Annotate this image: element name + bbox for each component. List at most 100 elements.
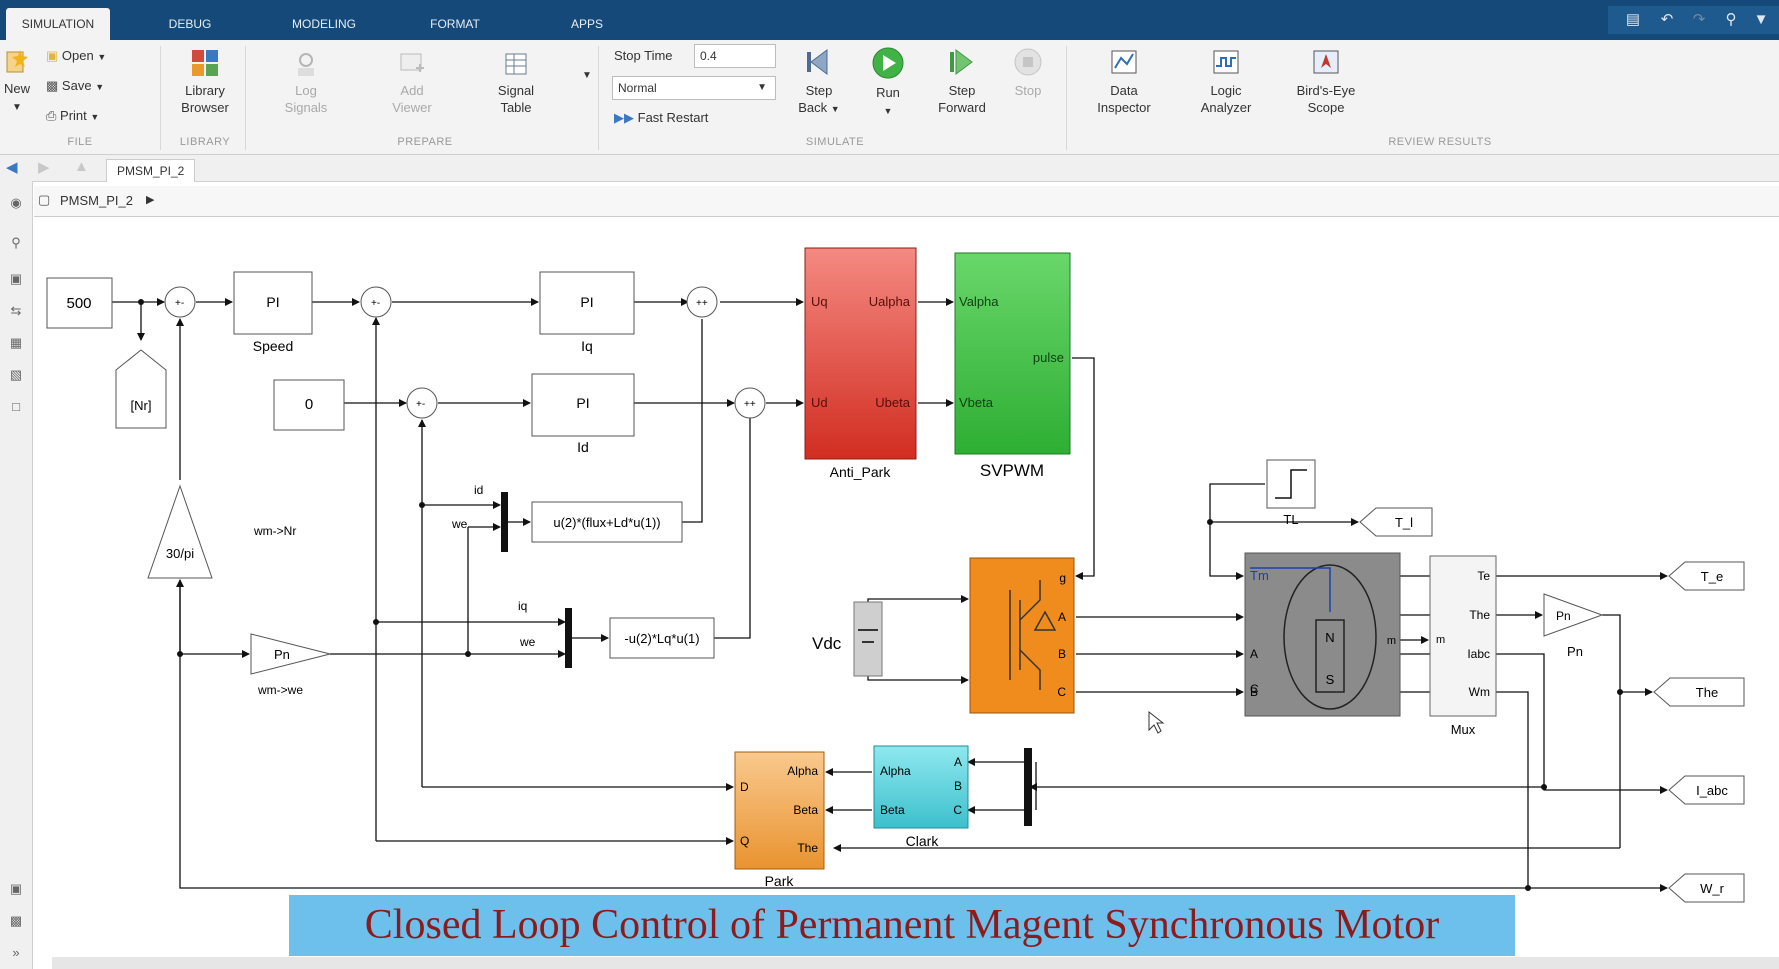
property-inspector-icon[interactable]: ▩: [9, 913, 23, 928]
hide-browser-icon[interactable]: ◉: [10, 195, 22, 210]
goto-block-tl[interactable]: [1359, 507, 1433, 537]
quick-access-toolbar: [1608, 6, 1779, 34]
horizontal-scrollbar[interactable]: [52, 957, 1779, 969]
print-button[interactable]: ⎙ Print ▼: [46, 108, 100, 123]
mux-block[interactable]: [501, 492, 508, 552]
svg-text:Alpha: Alpha: [787, 764, 818, 778]
back-arrow-icon[interactable]: ◀: [6, 159, 18, 176]
constant-block-speed[interactable]: [46, 277, 113, 329]
redo-icon[interactable]: ↷: [1692, 11, 1706, 28]
add-viewer-icon: [400, 53, 424, 72]
breadcrumb: ▢ PMSM_PI_2 ▶: [34, 186, 1779, 217]
mux-block[interactable]: [565, 608, 572, 668]
area-icon[interactable]: □: [12, 399, 20, 414]
pi-block-speed[interactable]: [233, 271, 313, 335]
undo-icon[interactable]: ↶: [1660, 11, 1674, 28]
fcn-block-decouple-q[interactable]: [609, 617, 715, 659]
svg-text:iq: iq: [518, 599, 527, 613]
goto-block-te[interactable]: [1668, 561, 1745, 591]
sum-block-id[interactable]: [406, 387, 438, 419]
svg-text:Q: Q: [740, 834, 749, 848]
pi-block-iq[interactable]: [539, 271, 635, 335]
svg-text:Ubeta: Ubeta: [875, 395, 910, 410]
breadcrumb-item[interactable]: PMSM_PI_2: [60, 193, 133, 208]
bus-selector-block[interactable]: [1429, 555, 1497, 717]
forward-arrow-icon[interactable]: ▶: [38, 159, 50, 176]
data-inspector-icon: [1111, 50, 1137, 74]
park-block[interactable]: [734, 751, 825, 870]
anti-park-block[interactable]: [804, 247, 917, 460]
simulation-mode-select[interactable]: Normal▼: [612, 76, 776, 100]
constant-block-zero[interactable]: [273, 379, 345, 431]
divider: [245, 46, 246, 150]
prepare-dropdown-icon[interactable]: ▼: [582, 70, 592, 81]
tab-apps[interactable]: APPS: [570, 17, 603, 31]
left-toolbar: ◉ ⚲ ▣ ⇆ ▦ ▧ □ ▣ ▩ »: [0, 181, 33, 969]
model-canvas[interactable]: 500 [Nr] +- +- +- ++ ++ PI Speed PI Iq P…: [33, 217, 1779, 957]
svg-text:+-: +-: [175, 298, 184, 309]
chevron-right-icon[interactable]: ▶: [146, 194, 155, 206]
arrow-icon[interactable]: ⇆: [10, 303, 22, 318]
tab-format[interactable]: FORMAT: [430, 17, 480, 31]
search-icon[interactable]: ⚲: [1725, 11, 1737, 28]
fit-view-icon[interactable]: ▣: [9, 271, 23, 286]
constant-value: 500: [66, 295, 91, 312]
annotation-icon[interactable]: ▧: [9, 367, 23, 382]
fcn-block-decouple-d[interactable]: [531, 501, 683, 543]
svg-text:Tm: Tm: [1250, 568, 1269, 583]
save-button[interactable]: ▩ Save ▼: [46, 78, 105, 93]
help-icon[interactable]: ▼: [1753, 11, 1769, 28]
run-button[interactable]: Run▼: [866, 46, 910, 120]
pmsm-motor-block[interactable]: [1244, 552, 1401, 717]
block-label: TL: [1283, 512, 1298, 527]
inverter-block[interactable]: [969, 557, 1075, 714]
svg-text:T_e: T_e: [1701, 569, 1723, 584]
svg-text:m: m: [1387, 635, 1396, 647]
new-button[interactable]: New▼: [2, 48, 32, 116]
svg-text:I_abc: I_abc: [1696, 783, 1728, 798]
sum-block-uq[interactable]: [686, 286, 718, 318]
save-icon[interactable]: ▤: [1625, 11, 1641, 28]
stop-time-input[interactable]: 0.4: [694, 44, 776, 68]
svg-text:m: m: [1436, 634, 1445, 646]
sum-block-ud[interactable]: [734, 387, 766, 419]
pi-block-id[interactable]: [531, 373, 635, 437]
fast-restart-button[interactable]: ▶▶ Fast Restart: [614, 110, 709, 125]
svpwm-block[interactable]: [954, 252, 1071, 455]
goto-block-wr[interactable]: [1668, 873, 1745, 903]
sum-block-iq[interactable]: [360, 286, 392, 318]
zoom-icon[interactable]: ⚲: [11, 235, 21, 250]
goto-block-nr[interactable]: [115, 349, 167, 429]
block-label: Park: [765, 873, 795, 889]
sum-block-speed[interactable]: [164, 286, 196, 318]
stop-button[interactable]: Stop: [1008, 46, 1048, 99]
gain-block-pn[interactable]: [250, 633, 331, 675]
dc-voltage-source[interactable]: [853, 601, 883, 677]
svg-text:pulse: pulse: [1033, 350, 1064, 365]
image-icon[interactable]: ▦: [9, 335, 23, 350]
folder-icon[interactable]: ▣: [9, 881, 23, 896]
gain-block-pn-2[interactable]: [1543, 593, 1604, 637]
goto-block-iabc[interactable]: [1668, 775, 1745, 805]
up-arrow-icon[interactable]: ▲: [74, 158, 89, 175]
expand-icon[interactable]: »: [12, 945, 20, 960]
clark-block[interactable]: [873, 745, 969, 829]
stop-icon: [1014, 48, 1042, 76]
gain-block-30pi[interactable]: [147, 484, 213, 579]
demux-block[interactable]: [1024, 748, 1032, 826]
goto-block-the[interactable]: [1653, 677, 1745, 707]
open-button[interactable]: ▣ Open ▼: [46, 48, 107, 63]
tab-debug[interactable]: DEBUG: [168, 17, 212, 31]
model-tab[interactable]: PMSM_PI_2: [106, 159, 196, 182]
tab-modeling[interactable]: MODELING: [291, 17, 356, 31]
tab-simulation[interactable]: SIMULATION: [6, 8, 110, 40]
